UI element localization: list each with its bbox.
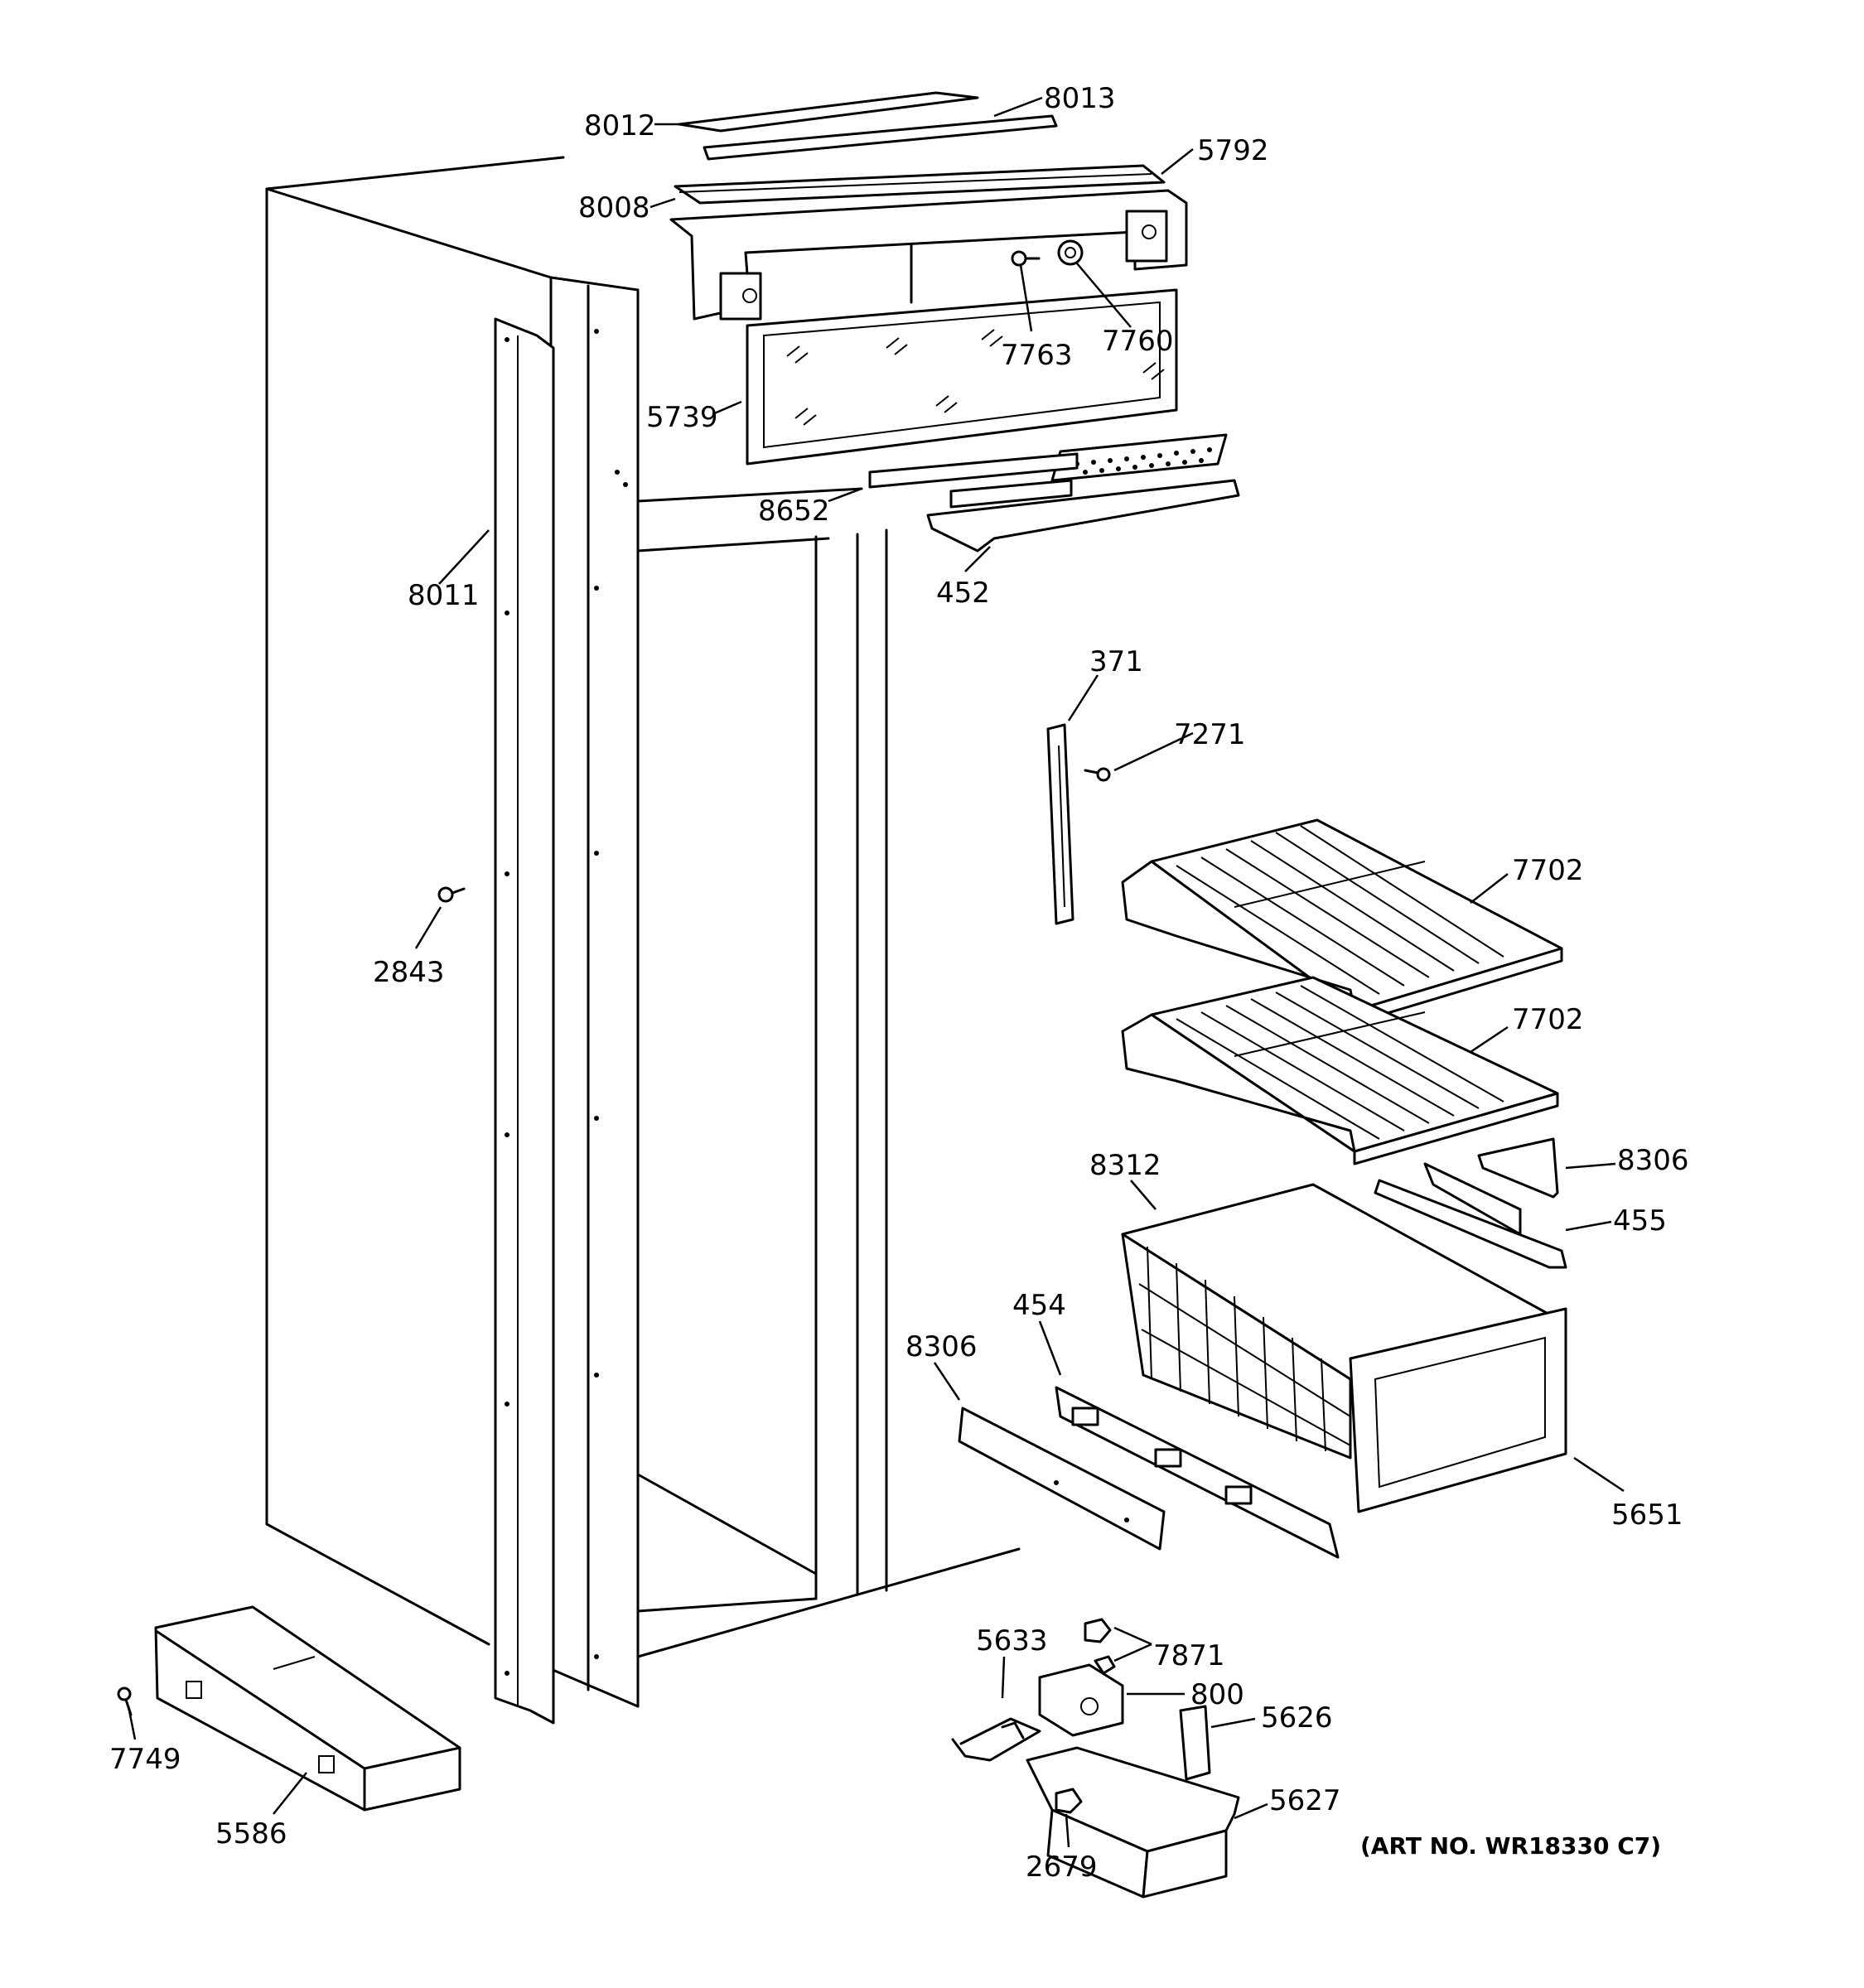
label-7271: 7271 — [1174, 718, 1246, 751]
slide-8306-left — [958, 1407, 1166, 1551]
housing-5586 — [154, 1605, 461, 1812]
strip-8652 — [868, 452, 1079, 489]
label-5627: 5627 — [1269, 1784, 1341, 1817]
thermostat-800 — [1038, 1663, 1124, 1737]
top-channel-8008 — [674, 164, 1166, 205]
screw-7763 — [1011, 250, 1041, 267]
part-labels: 8012 8013 5792 8008 7763 7760 5739 8652 … — [109, 82, 1689, 1884]
art-number: (ART NO. WR18330 C7) — [1360, 1832, 1661, 1860]
label-7702-upper: 7702 — [1512, 854, 1584, 887]
label-5792: 5792 — [1197, 134, 1269, 167]
label-452: 452 — [936, 577, 990, 610]
label-8013: 8013 — [1044, 82, 1116, 115]
label-454: 454 — [1012, 1289, 1066, 1322]
leader-lines — [127, 96, 1625, 1848]
label-8008: 8008 — [578, 191, 650, 224]
grille-frame-5792 — [669, 189, 1188, 321]
trim-strip-8011 — [494, 317, 555, 1725]
label-8306-right: 8306 — [1617, 1144, 1689, 1177]
label-7749: 7749 — [109, 1743, 181, 1776]
slide-455 — [1374, 1162, 1567, 1269]
shelf-standard-371 — [1046, 723, 1074, 925]
nut-7871 — [1084, 1618, 1116, 1675]
label-2679: 2679 — [1026, 1850, 1098, 1884]
label-5739: 5739 — [646, 401, 718, 434]
label-8011: 8011 — [408, 579, 480, 612]
drawer-front-5651 — [1349, 1307, 1567, 1513]
label-5633: 5633 — [976, 1624, 1048, 1657]
top-trim-8012-8013 — [678, 91, 1058, 161]
nut-2679 — [1055, 1788, 1083, 1814]
label-7871: 7871 — [1153, 1639, 1225, 1672]
label-8306-left: 8306 — [905, 1330, 978, 1363]
slide-8306-right — [1477, 1137, 1559, 1199]
bracket-5626 — [1179, 1705, 1211, 1781]
label-800: 800 — [1190, 1678, 1244, 1711]
label-7763: 7763 — [1001, 339, 1073, 372]
slide-454 — [1055, 1386, 1340, 1559]
screw-2843 — [437, 886, 466, 903]
label-7702-lower: 7702 — [1512, 1003, 1584, 1036]
label-8012: 8012 — [584, 109, 656, 142]
label-371: 371 — [1089, 645, 1143, 678]
wire-5633 — [951, 1717, 1041, 1762]
label-8652: 8652 — [758, 495, 830, 528]
screw-7271 — [1084, 767, 1111, 782]
label-5626: 5626 — [1261, 1701, 1333, 1735]
label-455: 455 — [1613, 1204, 1667, 1238]
label-2843: 2843 — [373, 956, 445, 989]
drain-pan-5627 — [1026, 1746, 1240, 1899]
channel-452 — [926, 479, 1240, 552]
label-8312: 8312 — [1089, 1149, 1161, 1182]
wire-shelf-7702-upper — [1121, 818, 1563, 1025]
label-7760: 7760 — [1102, 325, 1174, 358]
label-5651: 5651 — [1611, 1498, 1683, 1532]
glass-panel-5739 — [746, 288, 1178, 466]
grommet-7760 — [1057, 239, 1084, 266]
wire-shelf-7702-lower — [1121, 976, 1559, 1165]
label-5586: 5586 — [215, 1817, 287, 1850]
